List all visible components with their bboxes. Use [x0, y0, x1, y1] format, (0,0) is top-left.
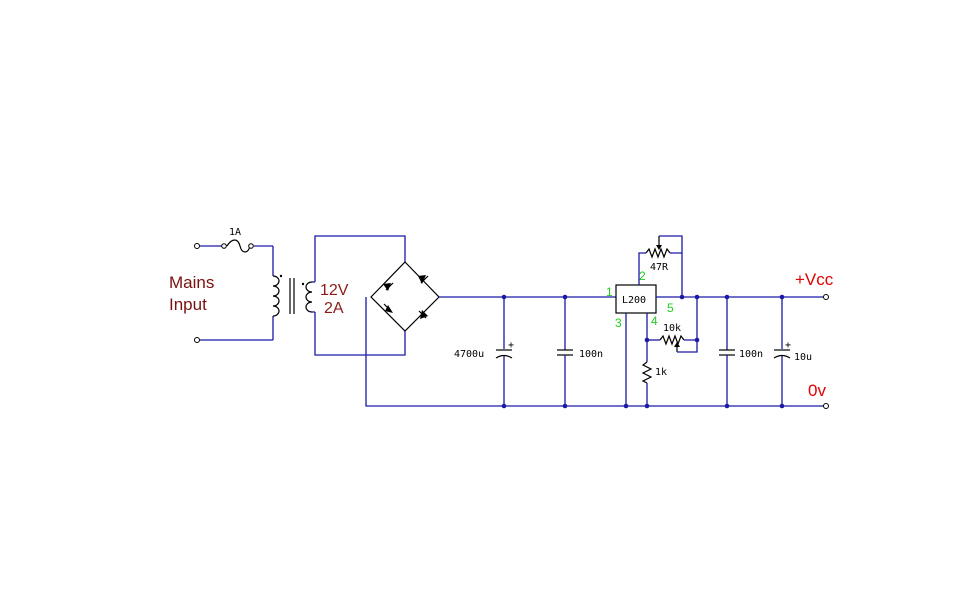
vcc-terminal[interactable] [823, 294, 829, 300]
capacitor-4700u: + 4700u [454, 297, 514, 406]
potentiometer-47r-label: 47R [650, 262, 669, 273]
resistor-1k: 1k [641, 340, 667, 406]
bridge-rectifier [370, 261, 440, 332]
regulator-pin-4: 4 [651, 314, 658, 328]
regulator-l200: L200 1 2 3 4 5 [606, 269, 674, 330]
transformer-primary [272, 275, 280, 317]
capacitor-100n-input-label: 100n [579, 349, 603, 360]
mains-label-line2: Input [169, 295, 207, 314]
capacitor-4700u-polarity: + [508, 340, 514, 351]
mains-neutral-terminal[interactable] [194, 337, 200, 343]
regulator-label: L200 [622, 295, 646, 306]
ground-label: 0v [808, 381, 826, 400]
mains-live-terminal[interactable] [194, 243, 200, 249]
vcc-label: +Vcc [795, 270, 834, 289]
mains-label-line1: Mains [169, 273, 214, 292]
transformer: 12V 2A [272, 274, 349, 317]
capacitor-10u-label: 10u [794, 352, 812, 363]
transformer-current: 2A [324, 300, 344, 317]
potentiometer-10k-label: 10k [663, 323, 681, 334]
transformer-secondary [305, 281, 313, 313]
fuse: 1A [221, 227, 274, 340]
capacitor-100n-output-label: 100n [739, 349, 763, 360]
capacitor-10u-polarity: + [785, 340, 791, 351]
potentiometer-47r: 47R [645, 236, 671, 273]
resistor-1k-label: 1k [655, 367, 667, 378]
mains-input: Mains Input [169, 243, 273, 343]
ground-terminal[interactable] [823, 403, 829, 409]
regulator-pin-2: 2 [639, 269, 646, 283]
capacitor-100n-output: 100n [719, 297, 763, 406]
capacitor-100n-input: 100n [557, 297, 603, 406]
regulator-pin-5: 5 [667, 301, 674, 315]
transformer-voltage: 12V [320, 282, 349, 299]
regulator-pin-3: 3 [615, 316, 622, 330]
capacitor-4700u-label: 4700u [454, 349, 484, 360]
fuse-rating: 1A [229, 227, 241, 238]
output-terminals: +Vcc 0v [795, 270, 834, 409]
capacitor-10u: + 10u [773, 297, 812, 406]
regulator-pin-1: 1 [606, 285, 613, 299]
potentiometer-10k: 10k [659, 323, 685, 352]
